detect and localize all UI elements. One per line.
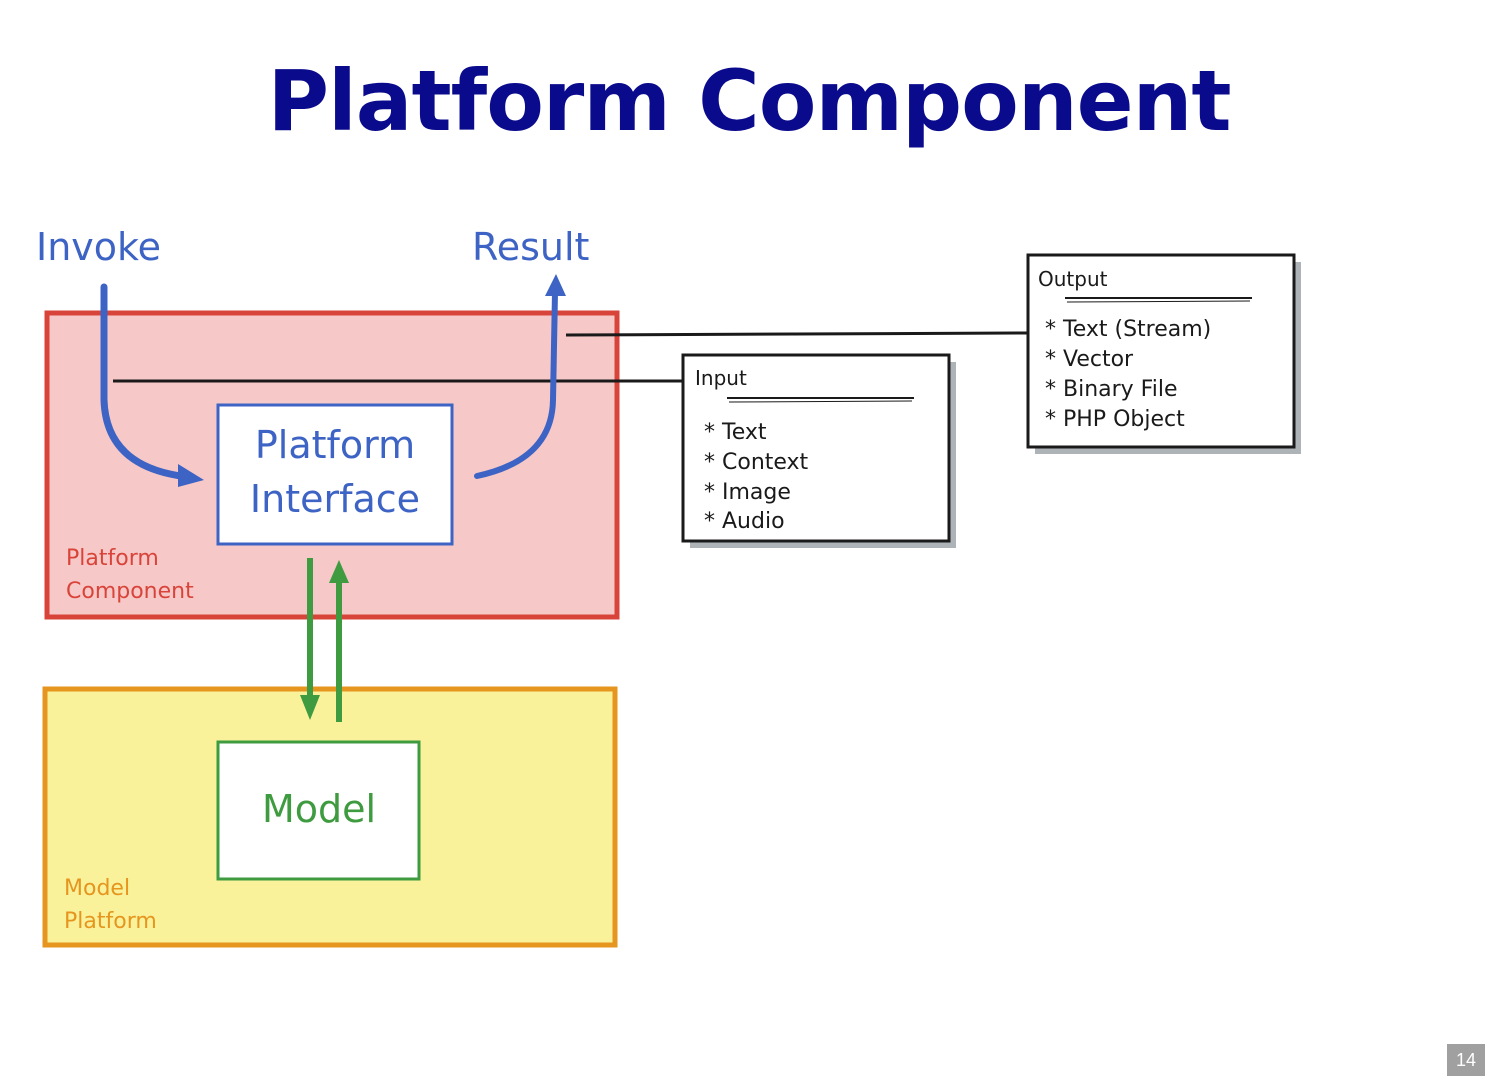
input-item: * Audio bbox=[704, 509, 785, 534]
output-item: * Binary File bbox=[1045, 377, 1178, 402]
slide-title: Platform Component bbox=[267, 52, 1231, 150]
result-arrow bbox=[474, 274, 566, 479]
model-box: Model bbox=[216, 740, 421, 881]
output-item: * Vector bbox=[1045, 347, 1134, 372]
output-item: * Text (Stream) bbox=[1045, 317, 1211, 342]
platform-component-label-line1: Platform bbox=[66, 546, 159, 571]
up-arrow-from-model bbox=[329, 560, 349, 722]
platform-interface-line2: Interface bbox=[250, 477, 420, 521]
platform-component-label-line2: Component bbox=[66, 579, 194, 604]
input-item: * Image bbox=[704, 480, 791, 505]
input-box: Input * Text * Context * Image * Audio bbox=[681, 353, 956, 548]
platform-interface-line1: Platform bbox=[255, 423, 415, 467]
output-item: * PHP Object bbox=[1045, 407, 1185, 432]
platform-interface-box: Platform Interface bbox=[216, 403, 454, 546]
output-box: Output * Text (Stream) * Vector * Binary… bbox=[1026, 253, 1301, 454]
model-platform-label-line2: Platform bbox=[64, 909, 157, 934]
input-title: Input bbox=[695, 366, 747, 390]
input-item: * Context bbox=[704, 450, 809, 475]
output-title: Output bbox=[1038, 267, 1108, 291]
output-connector-line bbox=[565, 331, 1029, 337]
model-label: Model bbox=[262, 787, 376, 831]
invoke-label: Invoke bbox=[36, 225, 161, 269]
input-item: * Text bbox=[704, 420, 767, 445]
model-platform-label-line1: Model bbox=[64, 876, 130, 901]
result-label: Result bbox=[472, 225, 589, 269]
down-arrow-to-model bbox=[300, 558, 320, 720]
invoke-arrow bbox=[100, 283, 204, 487]
page-number: 14 bbox=[1447, 1044, 1485, 1076]
